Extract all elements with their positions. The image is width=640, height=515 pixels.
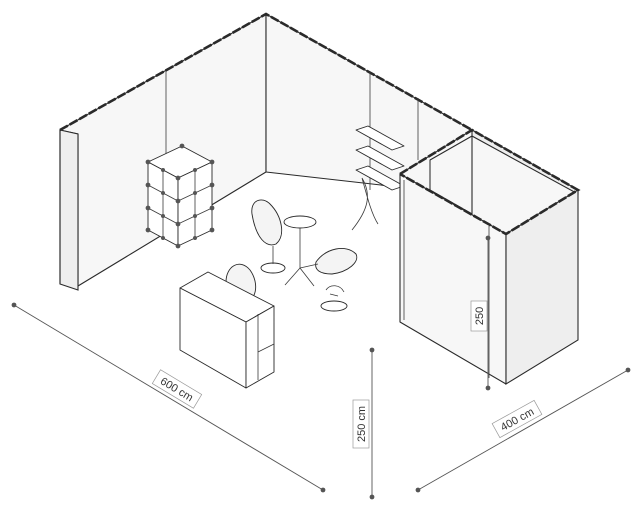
back-left-wall bbox=[59, 13, 267, 287]
depth-label: 400 cm bbox=[491, 399, 543, 439]
left-end-panel bbox=[59, 129, 79, 291]
storage-room bbox=[399, 128, 581, 385]
height-dimension-line bbox=[369, 347, 375, 500]
storage-height-text: 250 bbox=[474, 307, 486, 325]
high-table bbox=[283, 215, 319, 287]
depth-dimension-line bbox=[415, 367, 631, 493]
cube-shelving-unit bbox=[145, 143, 215, 249]
height-label: 250 cm bbox=[352, 399, 370, 449]
height-text: 250 cm bbox=[356, 406, 368, 442]
storage-height-label: 250 bbox=[470, 300, 488, 332]
wall-top-edge bbox=[59, 12, 473, 132]
width-dimension-line bbox=[11, 302, 326, 493]
chair-back bbox=[251, 199, 286, 274]
storage-height-dimension-line bbox=[485, 235, 491, 391]
chair-right bbox=[315, 247, 358, 312]
reception-counter bbox=[179, 271, 275, 389]
